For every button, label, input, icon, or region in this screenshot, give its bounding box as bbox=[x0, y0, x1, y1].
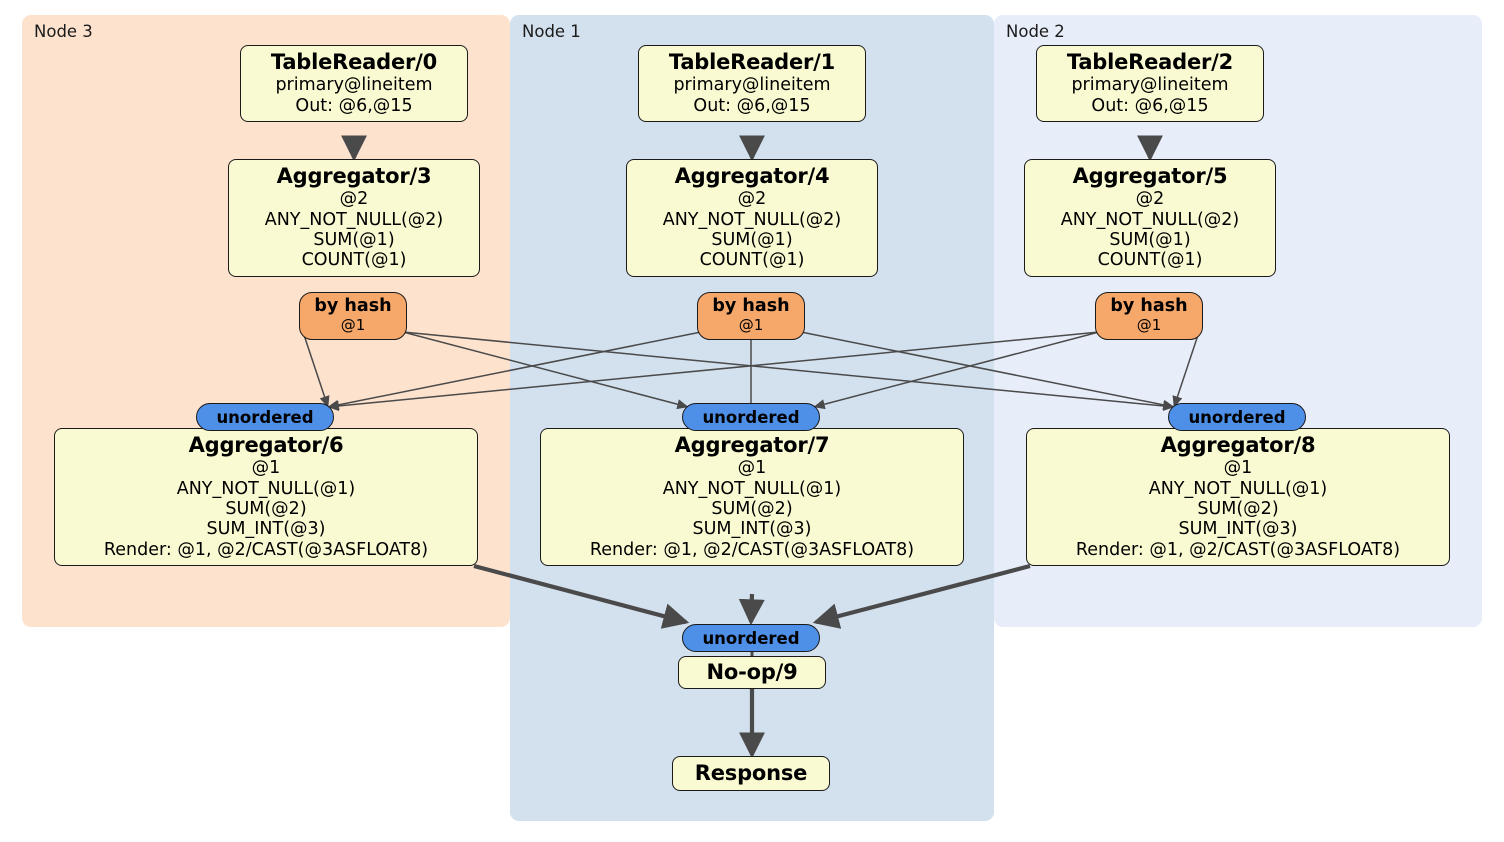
processor-title: Aggregator/3 bbox=[276, 164, 432, 188]
processor-detail-line: ANY_NOT_NULL(@2) bbox=[662, 209, 842, 230]
processor-detail-line: Render: @1, @2/CAST(@3ASFLOAT8) bbox=[103, 539, 429, 560]
processor-title: TableReader/0 bbox=[270, 50, 438, 74]
router-column: @1 bbox=[1136, 315, 1162, 334]
router-byhash5[interactable]: by hash@1 bbox=[1095, 292, 1203, 340]
stream-label: unordered bbox=[702, 628, 800, 648]
processor-detail-line: SUM(@1) bbox=[313, 229, 395, 250]
processor-detail-line: SUM(@2) bbox=[1197, 498, 1279, 519]
router-byhash4[interactable]: by hash@1 bbox=[697, 292, 805, 340]
stream-unordered7[interactable]: unordered bbox=[682, 403, 820, 431]
processor-detail-line: @2 bbox=[339, 189, 369, 210]
processor-detail-line: COUNT(@1) bbox=[1097, 250, 1203, 271]
processor-title: Aggregator/4 bbox=[674, 164, 830, 188]
processor-title: TableReader/1 bbox=[668, 50, 836, 74]
processor-detail-line: SUM_INT(@3) bbox=[1178, 519, 1298, 540]
processor-detail-line: Out: @6,@15 bbox=[693, 95, 811, 116]
processor-detail-line: SUM(@1) bbox=[711, 229, 793, 250]
stream-label: unordered bbox=[702, 407, 800, 427]
processor-detail-line: COUNT(@1) bbox=[301, 250, 407, 271]
processor-title: TableReader/2 bbox=[1066, 50, 1234, 74]
processor-title: Aggregator/8 bbox=[1160, 433, 1316, 457]
stream-unordered9[interactable]: unordered bbox=[682, 624, 820, 652]
processor-title: Response bbox=[694, 760, 808, 785]
processor-detail-line: ANY_NOT_NULL(@1) bbox=[176, 478, 356, 499]
processor-detail-line: ANY_NOT_NULL(@1) bbox=[1148, 478, 1328, 499]
node-region-label-node2: Node 2 bbox=[1006, 22, 1065, 41]
processor-detail-line: Render: @1, @2/CAST(@3ASFLOAT8) bbox=[589, 539, 915, 560]
processor-title: Aggregator/7 bbox=[674, 433, 830, 457]
router-title: by hash bbox=[712, 296, 790, 316]
processor-response[interactable]: Response bbox=[672, 756, 830, 791]
stream-label: unordered bbox=[216, 407, 314, 427]
router-column: @1 bbox=[340, 315, 366, 334]
stream-unordered6[interactable]: unordered bbox=[196, 403, 334, 431]
processor-detail-line: @2 bbox=[1135, 189, 1165, 210]
processor-detail-line: @1 bbox=[1223, 458, 1253, 479]
node-region-label-node1: Node 1 bbox=[522, 22, 581, 41]
processor-title: No-op/9 bbox=[706, 659, 798, 684]
stream-label: unordered bbox=[1188, 407, 1286, 427]
processor-detail-line: Render: @1, @2/CAST(@3ASFLOAT8) bbox=[1075, 539, 1401, 560]
processor-detail-line: @1 bbox=[737, 458, 767, 479]
processor-detail-line: primary@lineitem bbox=[1071, 75, 1229, 96]
processor-detail-line: Out: @6,@15 bbox=[1091, 95, 1209, 116]
processor-detail-line: ANY_NOT_NULL(@2) bbox=[1060, 209, 1240, 230]
router-byhash3[interactable]: by hash@1 bbox=[299, 292, 407, 340]
processor-detail-line: SUM(@2) bbox=[711, 498, 793, 519]
router-title: by hash bbox=[1110, 296, 1188, 316]
processor-detail-line: Out: @6,@15 bbox=[295, 95, 413, 116]
node-region-label-node3: Node 3 bbox=[34, 22, 93, 41]
processor-detail-line: @1 bbox=[251, 458, 281, 479]
processor-detail-line: SUM_INT(@3) bbox=[692, 519, 812, 540]
processor-title: Aggregator/6 bbox=[188, 433, 344, 457]
processor-detail-line: SUM(@2) bbox=[225, 498, 307, 519]
processor-noop9[interactable]: No-op/9 bbox=[678, 656, 826, 689]
processor-detail-line: ANY_NOT_NULL(@2) bbox=[264, 209, 444, 230]
processor-detail-line: ANY_NOT_NULL(@1) bbox=[662, 478, 842, 499]
processor-detail-line: primary@lineitem bbox=[673, 75, 831, 96]
processor-detail-line: @2 bbox=[737, 189, 767, 210]
processor-detail-line: COUNT(@1) bbox=[699, 250, 805, 271]
processor-title: Aggregator/5 bbox=[1072, 164, 1228, 188]
router-column: @1 bbox=[738, 315, 764, 334]
router-title: by hash bbox=[314, 296, 392, 316]
processor-detail-line: SUM(@1) bbox=[1109, 229, 1191, 250]
stream-unordered8[interactable]: unordered bbox=[1168, 403, 1306, 431]
processor-detail-line: primary@lineitem bbox=[275, 75, 433, 96]
processor-detail-line: SUM_INT(@3) bbox=[206, 519, 326, 540]
